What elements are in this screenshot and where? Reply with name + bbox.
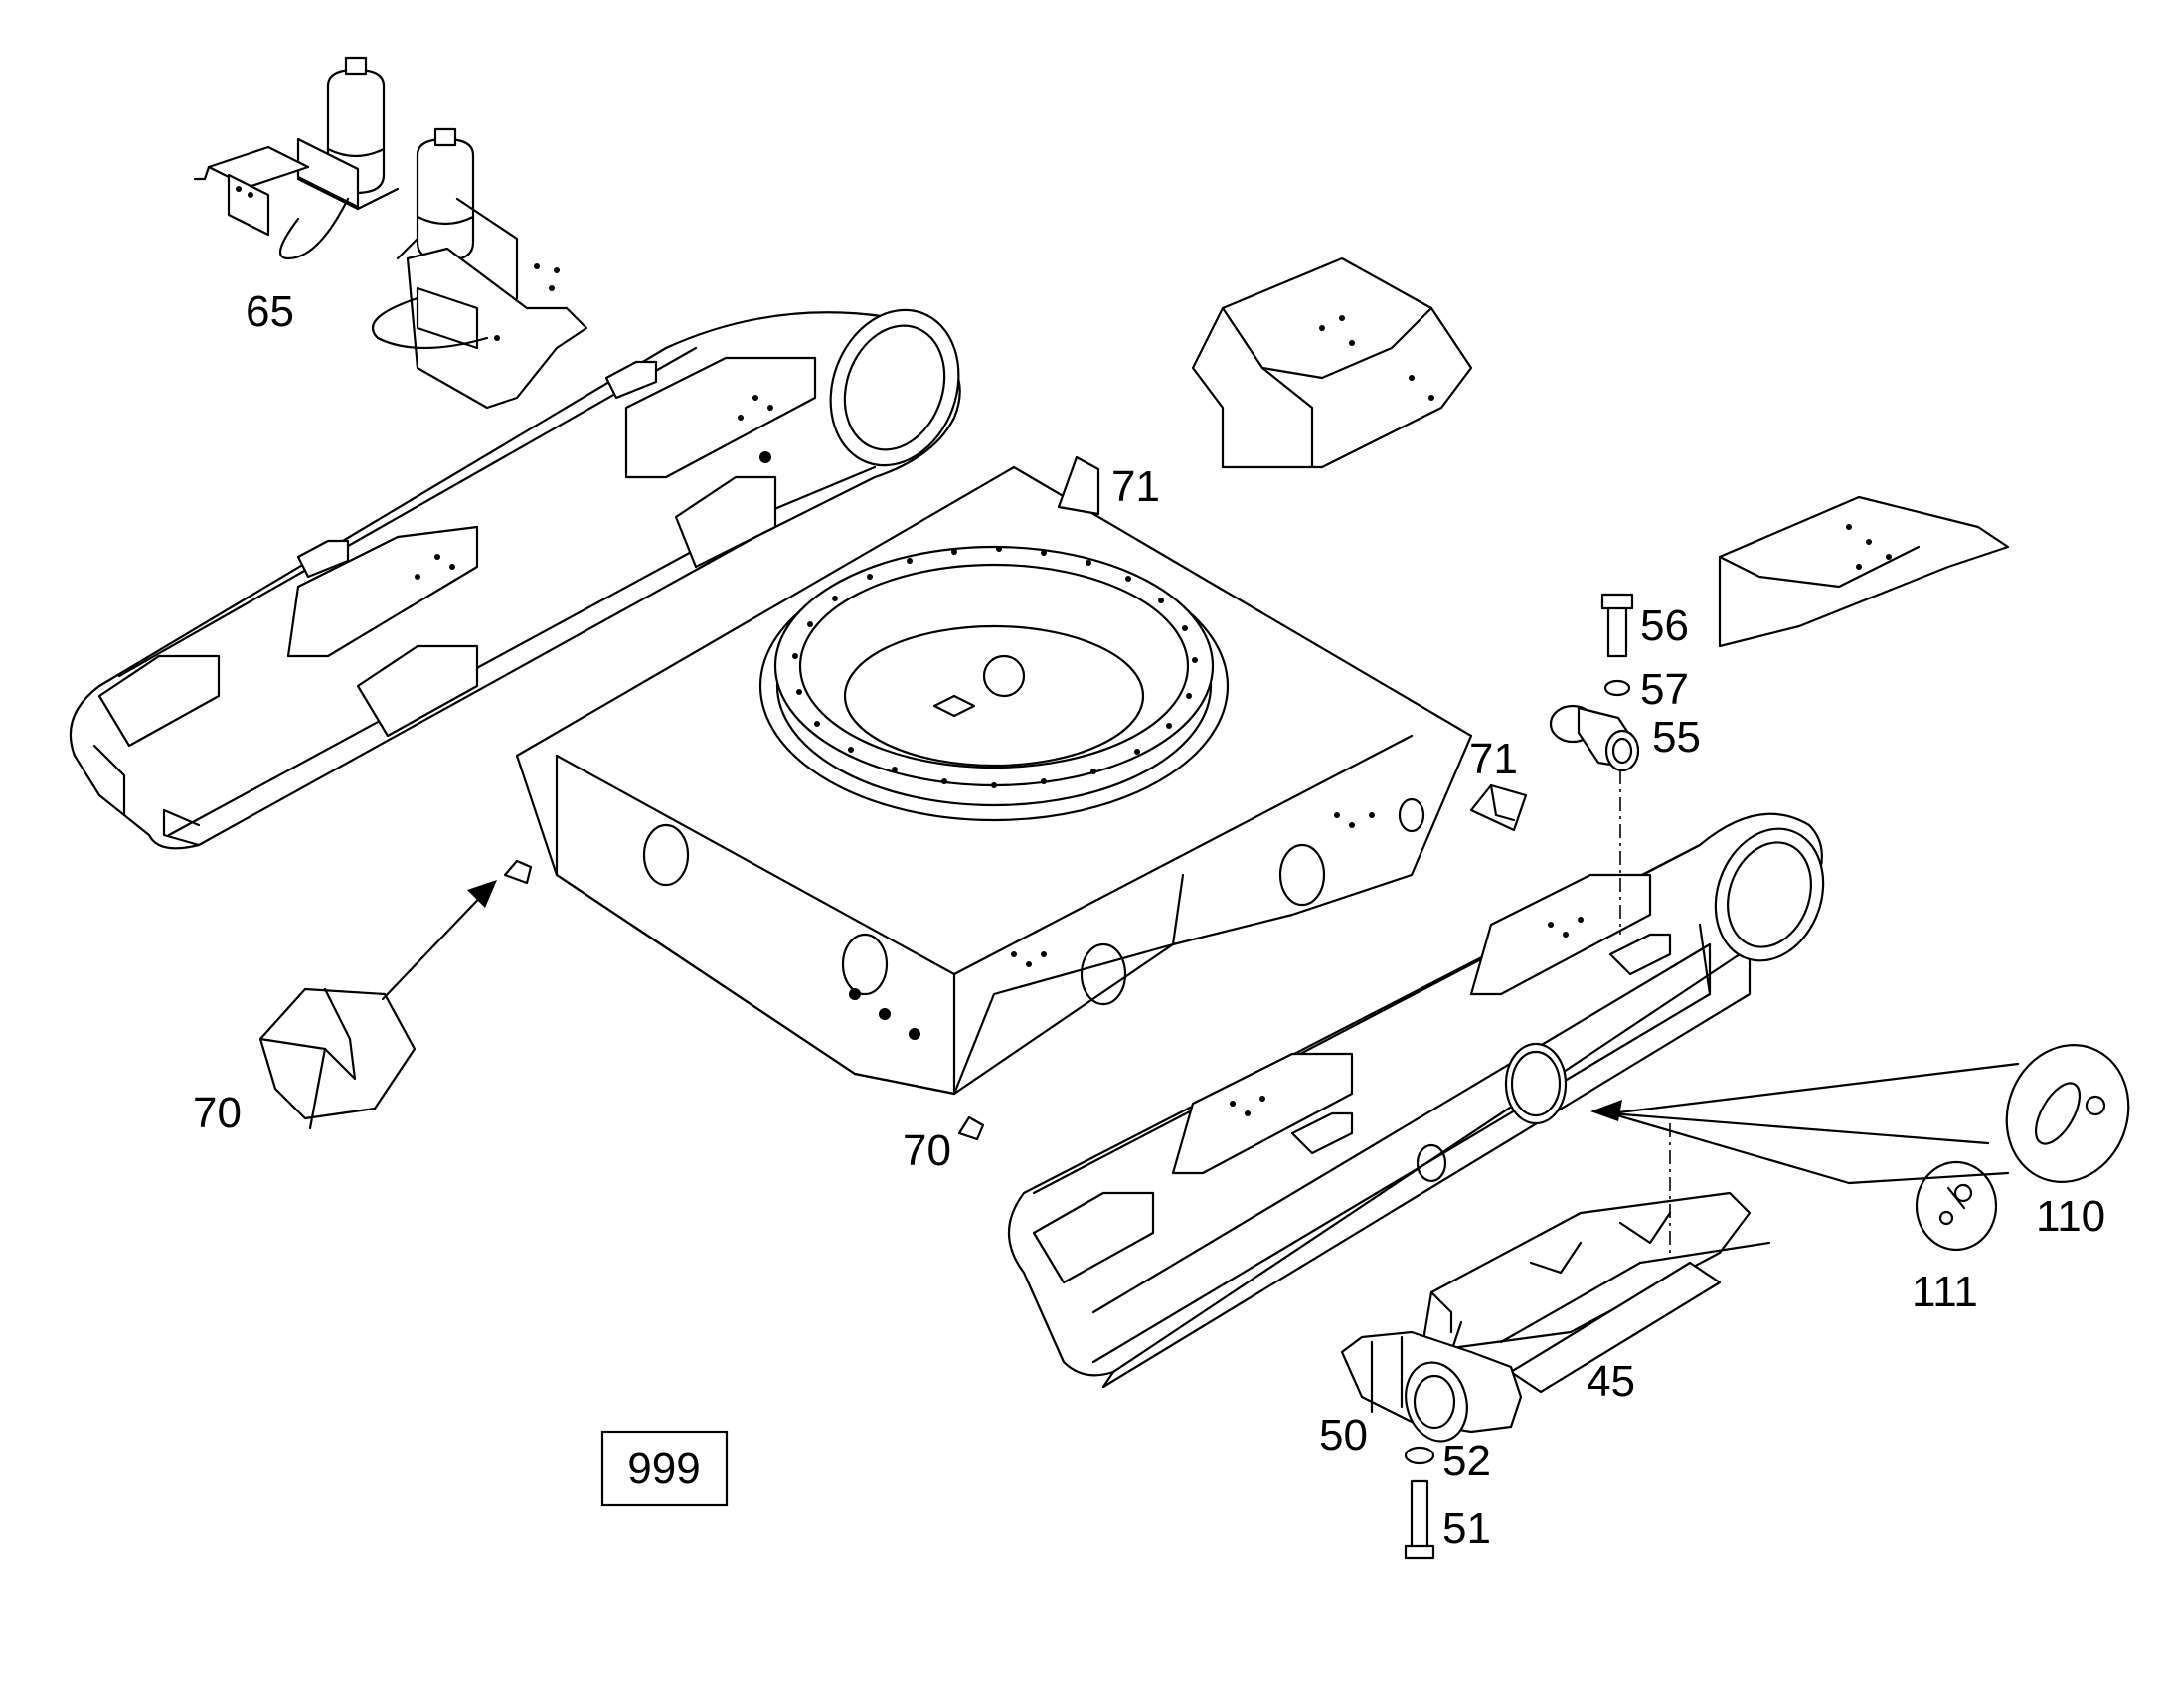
carbody-frame	[515, 465, 1473, 1096]
callout-45: 45	[1587, 1357, 1635, 1406]
part-56-bolt	[1600, 593, 1634, 658]
arrowhead-70	[467, 880, 497, 908]
part-57-washer	[1603, 679, 1631, 697]
callout-56: 56	[1640, 601, 1689, 650]
cover-plate-top	[1191, 256, 1473, 469]
part-65-accumulator-assembly	[193, 56, 588, 410]
cover-plate-right	[1718, 495, 2010, 648]
reference-box-label: 999	[627, 1445, 700, 1493]
callout-70-center: 70	[903, 1126, 951, 1175]
part-71-block-upper	[1057, 455, 1100, 516]
part-71-block-right	[1469, 783, 1528, 832]
callout-51: 51	[1442, 1504, 1491, 1553]
right-track-frame	[1007, 812, 1825, 1389]
part-52-washer	[1404, 1446, 1435, 1465]
callout-71-right: 71	[1469, 735, 1518, 783]
reference-box-999: 999	[600, 1430, 729, 1507]
callout-71-upper: 71	[1111, 462, 1160, 511]
part-110-disc	[2005, 1043, 2130, 1184]
part-55-carrier-roller	[1549, 704, 1640, 772]
callout-50: 50	[1319, 1411, 1368, 1459]
leader-line-110-111	[1608, 1062, 2020, 1185]
left-track-frame	[69, 308, 961, 850]
part-51-bolt	[1404, 1479, 1435, 1560]
slewing-ring-bolt-holes	[792, 546, 1198, 788]
callout-55: 55	[1652, 713, 1701, 762]
callout-111: 111	[1912, 1268, 1978, 1316]
callout-70-left: 70	[193, 1089, 242, 1137]
callout-65: 65	[246, 287, 294, 336]
part-70-block-small-2	[957, 1115, 985, 1141]
part-70-block-large	[258, 987, 417, 1130]
callout-52: 52	[1442, 1437, 1491, 1485]
callout-110: 110	[2036, 1192, 2105, 1241]
callout-57: 57	[1640, 665, 1689, 714]
leader-arrow-70	[381, 883, 494, 1001]
part-50-track-roller	[1340, 1330, 1523, 1443]
part-70-block-small	[503, 859, 533, 885]
part-111-disc	[1915, 1160, 1998, 1252]
arrowhead-110	[1590, 1100, 1622, 1121]
